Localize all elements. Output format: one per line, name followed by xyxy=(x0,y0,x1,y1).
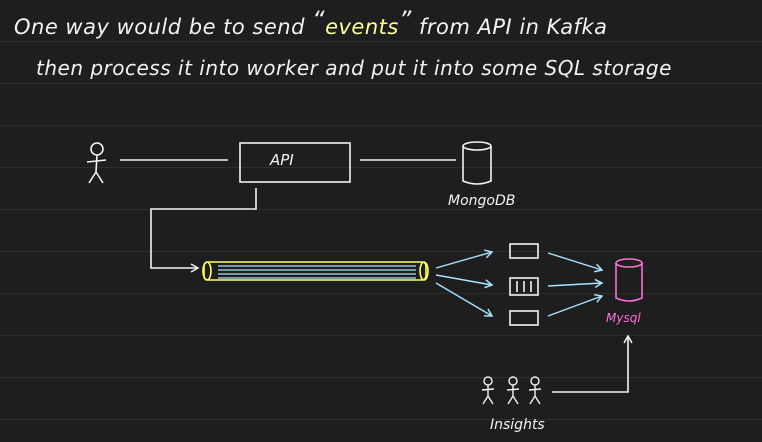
note-line-1: One way would be to send “events” from A… xyxy=(14,6,607,39)
note-text: One way would be to send xyxy=(14,15,313,39)
close-quote: ” xyxy=(398,6,412,34)
insights-mysql-arrow xyxy=(552,334,633,393)
database-icon xyxy=(615,258,643,302)
note-text-suffix: from API in Kafka xyxy=(411,15,608,39)
insights-label: Insights xyxy=(490,417,545,433)
events-highlight: events xyxy=(325,15,399,39)
api-label: API xyxy=(270,151,294,169)
kafka-worker-arrows xyxy=(435,249,494,317)
users-group-icon xyxy=(481,376,542,405)
open-quote: “ xyxy=(312,6,326,34)
note-line-2: then process it into worker and put it i… xyxy=(36,56,672,80)
worker-box-icon xyxy=(509,243,539,326)
api-kafka-arrow xyxy=(150,188,257,273)
mongodb-label: MongoDB xyxy=(448,193,516,209)
api-box xyxy=(239,142,351,183)
user-icon xyxy=(86,142,107,184)
database-icon xyxy=(462,141,492,185)
worker-mysql-arrows xyxy=(547,252,604,317)
kafka-topic-icon xyxy=(202,261,429,281)
mysql-label: Mysql xyxy=(606,311,641,325)
